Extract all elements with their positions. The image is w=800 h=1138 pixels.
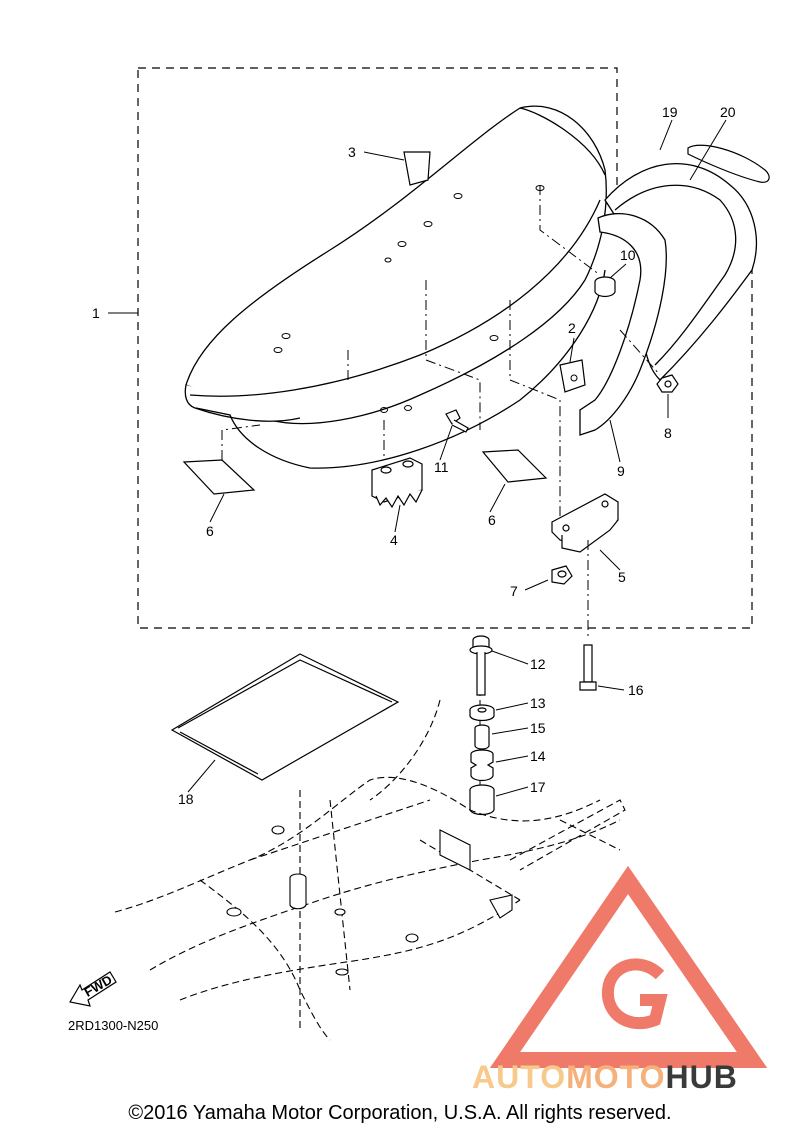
grommet [594, 276, 616, 298]
seat-pad-left [182, 459, 256, 495]
callout-2: 2 [568, 320, 576, 336]
callout-9: 9 [617, 463, 625, 479]
callout-leaders [108, 119, 727, 797]
watermark-triangle [489, 865, 768, 1068]
callout-4: 4 [390, 532, 398, 548]
callout-14: 14 [530, 748, 546, 764]
reference-code: 2RD1300-N250 [68, 1018, 158, 1033]
collar-15 [474, 724, 490, 750]
callout-10: 10 [620, 247, 636, 263]
mount-bolt-12 [469, 635, 493, 696]
collar-nut [551, 565, 573, 585]
bolt-16 [579, 644, 597, 691]
callout-6-left: 6 [206, 523, 214, 539]
watermark-letter-mark [601, 958, 668, 1030]
callout-19: 19 [662, 104, 678, 120]
seat-sheet [170, 653, 400, 781]
tail-cover [579, 163, 758, 436]
callout-numbers: 1 2 3 4 5 6 6 7 8 9 10 11 12 13 14 15 16… [92, 104, 736, 807]
callout-6-right: 6 [488, 512, 496, 528]
callout-7: 7 [510, 583, 518, 599]
seat-bolt [445, 409, 469, 433]
tail-nut [656, 374, 679, 393]
callout-13: 13 [530, 695, 546, 711]
copyright-notice: ©2016 Yamaha Motor Corporation, U.S.A. A… [128, 1102, 672, 1124]
callout-15: 15 [530, 720, 546, 736]
assembly-boundary [137, 67, 753, 629]
seat-bracket [559, 359, 586, 393]
bracket-hole [570, 374, 578, 382]
callout-18: 18 [178, 791, 194, 807]
callout-20: 20 [720, 104, 736, 120]
seat-body [184, 105, 607, 469]
seat-strap [403, 151, 431, 186]
callout-1: 1 [92, 305, 100, 321]
frame-parts [226, 825, 513, 976]
automotohub-watermark: AUTOMOTOHUB [472, 865, 768, 1095]
washer-13 [469, 704, 495, 722]
seat-pad-right [481, 449, 548, 483]
seat-lock-bracket [551, 493, 619, 553]
callout-17: 17 [530, 779, 546, 795]
callout-3: 3 [348, 144, 356, 160]
frame-reference [114, 699, 626, 1041]
callout-12: 12 [530, 656, 546, 672]
watermark-brand: AUTOMOTOHUB [472, 1059, 738, 1095]
collar-17 [469, 784, 495, 816]
callout-8: 8 [664, 425, 672, 441]
callout-11: 11 [434, 459, 449, 475]
damper-block [371, 457, 423, 509]
seat-mount-holes [273, 185, 545, 413]
callout-16: 16 [628, 682, 644, 698]
fwd-arrow: FWD [69, 971, 117, 1007]
damper-14 [470, 749, 494, 782]
emblem [687, 144, 770, 183]
seat-exploded-diagram: FWD 2RD1300-N250 1 2 3 4 5 6 6 7 8 [68, 67, 770, 1095]
callout-5: 5 [618, 569, 626, 585]
